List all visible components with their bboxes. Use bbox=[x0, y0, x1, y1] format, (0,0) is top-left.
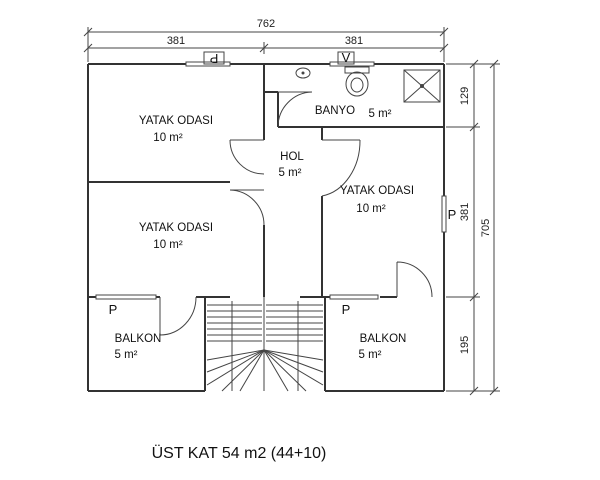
stair-tread bbox=[263, 349, 324, 361]
window-marker-balcony-w: P bbox=[109, 302, 118, 317]
stair-tread bbox=[263, 349, 324, 373]
room-area: 5 m² bbox=[369, 108, 392, 120]
room-area: 5 m² bbox=[115, 349, 138, 361]
dim-total-width: 762 bbox=[257, 18, 275, 30]
window-marker-east: P bbox=[448, 207, 457, 222]
stair-tread bbox=[206, 349, 265, 373]
toilet-icon bbox=[344, 66, 370, 97]
stair-tread bbox=[263, 349, 324, 386]
sink-icon bbox=[295, 67, 311, 79]
room-name: BANYO bbox=[315, 105, 355, 117]
door-bedroom-sw bbox=[229, 189, 265, 226]
door-bedroom-nw bbox=[229, 139, 265, 175]
windows bbox=[95, 61, 447, 300]
room-name: YATAK ODASI bbox=[139, 222, 213, 234]
dim-right-half: 381 bbox=[345, 35, 363, 47]
room-name: BALKON bbox=[360, 333, 407, 345]
doors bbox=[159, 91, 433, 336]
room-area: 10 m² bbox=[153, 132, 183, 144]
dim-balcony-depth: 195 bbox=[459, 336, 471, 354]
stair-tread bbox=[206, 349, 265, 361]
room-hall: HOL 5 m² bbox=[279, 151, 305, 179]
room-bedroom-nw: YATAK ODASI 10 m² bbox=[139, 115, 213, 144]
window-balcony-w bbox=[95, 294, 157, 300]
room-bathroom: BANYO 5 m² bbox=[315, 105, 392, 120]
staircase bbox=[206, 297, 324, 392]
dim-room-depth: 381 bbox=[459, 203, 471, 221]
door-balcony-e bbox=[396, 261, 433, 298]
dim-left-half: 381 bbox=[167, 35, 185, 47]
room-area: 5 m² bbox=[359, 349, 382, 361]
right-dimensions: 129 381 195 705 bbox=[446, 59, 500, 396]
window-marker-balcony-e: P bbox=[342, 302, 351, 317]
stair-tread bbox=[263, 349, 289, 392]
dim-total-depth: 705 bbox=[480, 219, 492, 237]
room-balcony-e: BALKON 5 m² bbox=[359, 333, 407, 361]
window-east bbox=[441, 195, 447, 233]
room-area: 10 m² bbox=[356, 203, 386, 215]
room-name: BALKON bbox=[115, 333, 162, 345]
window-balcony-e bbox=[329, 294, 379, 300]
door-bathroom bbox=[277, 91, 313, 128]
stair-tread bbox=[239, 349, 265, 392]
stair-tread bbox=[221, 349, 265, 392]
stair-tread bbox=[263, 349, 307, 392]
room-bedroom-e: YATAK ODASI 10 m² bbox=[340, 185, 414, 215]
plan-caption: ÜST KAT 54 m2 (44+10) bbox=[152, 444, 327, 462]
stair-tread bbox=[206, 349, 265, 386]
room-balcony-w: BALKON 5 m² bbox=[115, 333, 162, 361]
room-area: 10 m² bbox=[153, 239, 183, 251]
room-labels: YATAK ODASI 10 m² YATAK ODASI 10 m² YATA… bbox=[115, 105, 415, 361]
bathroom-fixtures bbox=[295, 66, 441, 103]
window-marker-top: P bbox=[210, 51, 219, 66]
dim-bathroom-depth: 129 bbox=[459, 87, 471, 105]
room-area: 5 m² bbox=[279, 167, 302, 179]
door-bedroom-e bbox=[321, 139, 361, 197]
room-name: YATAK ODASI bbox=[340, 185, 414, 197]
markers: P V P P P bbox=[109, 50, 457, 317]
vent-marker: V bbox=[342, 50, 351, 65]
room-name: YATAK ODASI bbox=[139, 115, 213, 127]
door-balcony-w bbox=[159, 296, 197, 336]
room-bedroom-sw: YATAK ODASI 10 m² bbox=[139, 222, 213, 251]
room-name: HOL bbox=[280, 151, 304, 163]
top-dimensions: 762 381 381 bbox=[83, 18, 449, 62]
shower-tray-icon bbox=[403, 69, 441, 103]
